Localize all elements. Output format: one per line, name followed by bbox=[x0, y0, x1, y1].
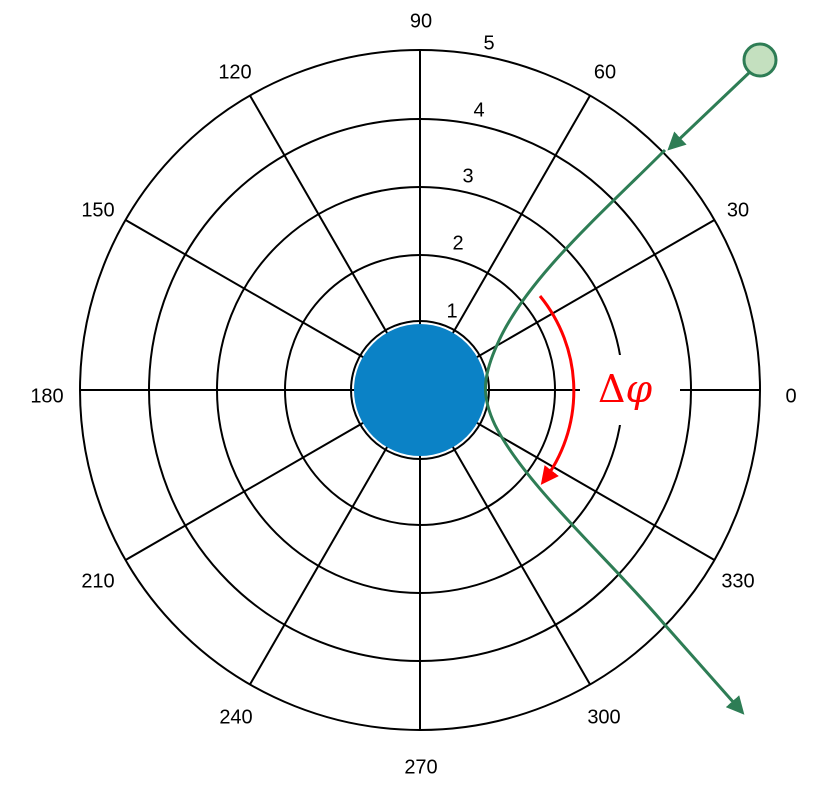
angle-label-180: 180 bbox=[30, 385, 63, 407]
ring-label-3: 3 bbox=[462, 165, 473, 187]
angle-label-30: 30 bbox=[727, 199, 749, 221]
angle-label-330: 330 bbox=[721, 570, 754, 592]
angle-label-210: 210 bbox=[81, 570, 114, 592]
incoming-arrow-icon bbox=[667, 68, 754, 151]
deflection-label: Δφ bbox=[598, 367, 652, 411]
angle-label-120: 120 bbox=[218, 61, 251, 83]
angle-label-90: 90 bbox=[410, 10, 432, 32]
phi-symbol: φ bbox=[625, 367, 652, 411]
angle-labels: 0 30 60 90 120 150 180 210 240 270 300 3… bbox=[30, 10, 796, 778]
ring-label-5: 5 bbox=[483, 32, 494, 54]
angle-label-240: 240 bbox=[219, 706, 252, 728]
angle-label-150: 150 bbox=[81, 199, 114, 221]
delta-symbol: Δ bbox=[598, 367, 625, 411]
ring-label-4: 4 bbox=[473, 99, 484, 121]
particle-icon bbox=[742, 42, 778, 78]
ring-labels: 1 2 3 4 5 bbox=[446, 32, 494, 322]
ring-label-2: 2 bbox=[452, 232, 463, 254]
ring-label-1: 1 bbox=[446, 300, 457, 322]
outgoing-arrow-icon bbox=[663, 624, 745, 715]
angle-label-0: 0 bbox=[785, 385, 796, 407]
angle-label-300: 300 bbox=[587, 706, 620, 728]
angle-label-60: 60 bbox=[594, 61, 616, 83]
angle-label-270: 270 bbox=[404, 756, 437, 778]
central-body bbox=[354, 324, 486, 456]
deflection-arc bbox=[538, 295, 576, 485]
trajectory-path bbox=[484, 148, 667, 626]
label-gap bbox=[585, 355, 680, 425]
